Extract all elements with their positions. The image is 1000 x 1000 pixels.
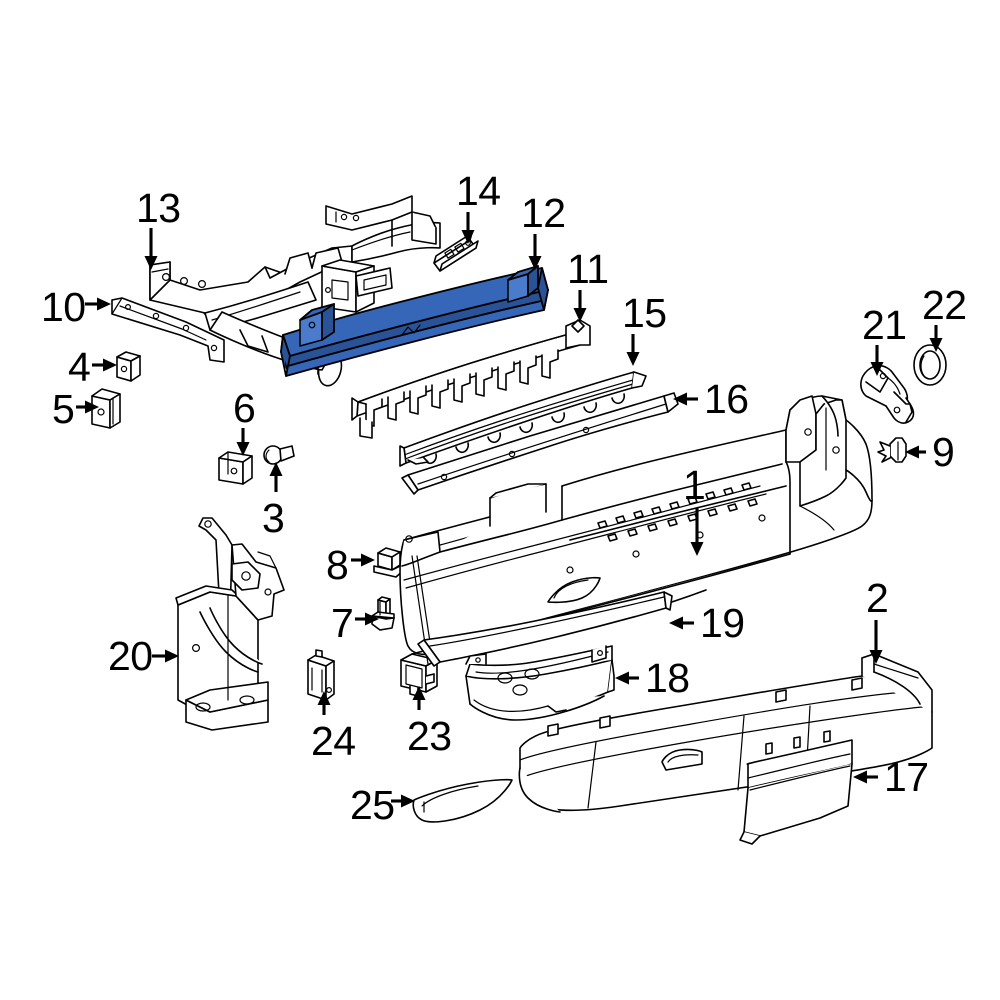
part-3-push-pin-retainer[interactable]	[263, 445, 295, 465]
part-19-lower-valance-molding[interactable]	[417, 591, 673, 667]
callout-number-3[interactable]: 3	[262, 495, 285, 541]
callout-number-8[interactable]: 8	[326, 542, 349, 588]
part-23-control-module[interactable]	[400, 653, 438, 697]
part-12-bumper-reinforcement-bar-highlighted[interactable]	[280, 265, 549, 377]
part-8-spacer-block[interactable]	[373, 547, 405, 578]
callout-number-17[interactable]: 17	[884, 754, 929, 800]
callout-number-23[interactable]: 23	[407, 713, 452, 759]
part-10-impact-brace-left[interactable]	[111, 297, 225, 363]
callout-number-6[interactable]: 6	[233, 385, 256, 431]
part-11-energy-absorber[interactable]	[351, 319, 591, 439]
part-22-sensor-retaining-ring[interactable]	[913, 344, 947, 386]
callout-number-2[interactable]: 2	[866, 575, 889, 621]
callout-number-24[interactable]: 24	[311, 718, 356, 764]
callout-number-20[interactable]: 20	[108, 633, 153, 679]
callout-number-18[interactable]: 18	[645, 655, 690, 701]
part-17-step-pad-trim-right[interactable]	[739, 730, 853, 845]
callout-number-11[interactable]: 11	[567, 246, 609, 292]
part-21-park-assist-sensor-housing[interactable]	[860, 364, 915, 424]
callout-number-10[interactable]: 10	[41, 284, 86, 330]
callout-number-16[interactable]: 16	[704, 376, 749, 422]
callout-number-9[interactable]: 9	[932, 429, 955, 475]
callout-number-5[interactable]: 5	[52, 386, 75, 432]
callout-number-22[interactable]: 22	[922, 282, 967, 328]
part-4-bumper-clip-small[interactable]	[116, 351, 141, 382]
part-15-upper-retainer-strip[interactable]	[399, 371, 647, 467]
part-20-hitch-mounting-bracket[interactable]	[175, 517, 285, 731]
part-7-hex-flange-bolt[interactable]	[371, 596, 395, 631]
callout-number-19[interactable]: 19	[700, 600, 745, 646]
callout-number-12[interactable]: 12	[521, 190, 566, 236]
callout-number-15[interactable]: 15	[622, 290, 667, 336]
callout-number-25[interactable]: 25	[350, 782, 395, 828]
part-18-bumper-support-bracket[interactable]	[465, 645, 615, 721]
part-9-fir-tree-fastener[interactable]	[877, 437, 907, 463]
callout-number-21[interactable]: 21	[862, 302, 907, 348]
callout-number-4[interactable]: 4	[68, 344, 91, 390]
callout-number-7[interactable]: 7	[331, 600, 354, 646]
part-1-rear-bumper-cover[interactable]	[399, 395, 873, 665]
part-25-reflector-molding[interactable]	[412, 778, 513, 823]
part-24-proximity-sensor-bracket[interactable]	[307, 649, 335, 701]
callout-number-13[interactable]: 13	[136, 185, 181, 231]
callout-number-1[interactable]: 1	[683, 462, 706, 508]
part-6-bracket-clip[interactable]	[218, 451, 253, 485]
callout-number-14[interactable]: 14	[456, 168, 501, 214]
part-rear-step-bumper-assembly[interactable]	[518, 653, 933, 845]
part-5-bumper-clip-large[interactable]	[91, 388, 121, 429]
